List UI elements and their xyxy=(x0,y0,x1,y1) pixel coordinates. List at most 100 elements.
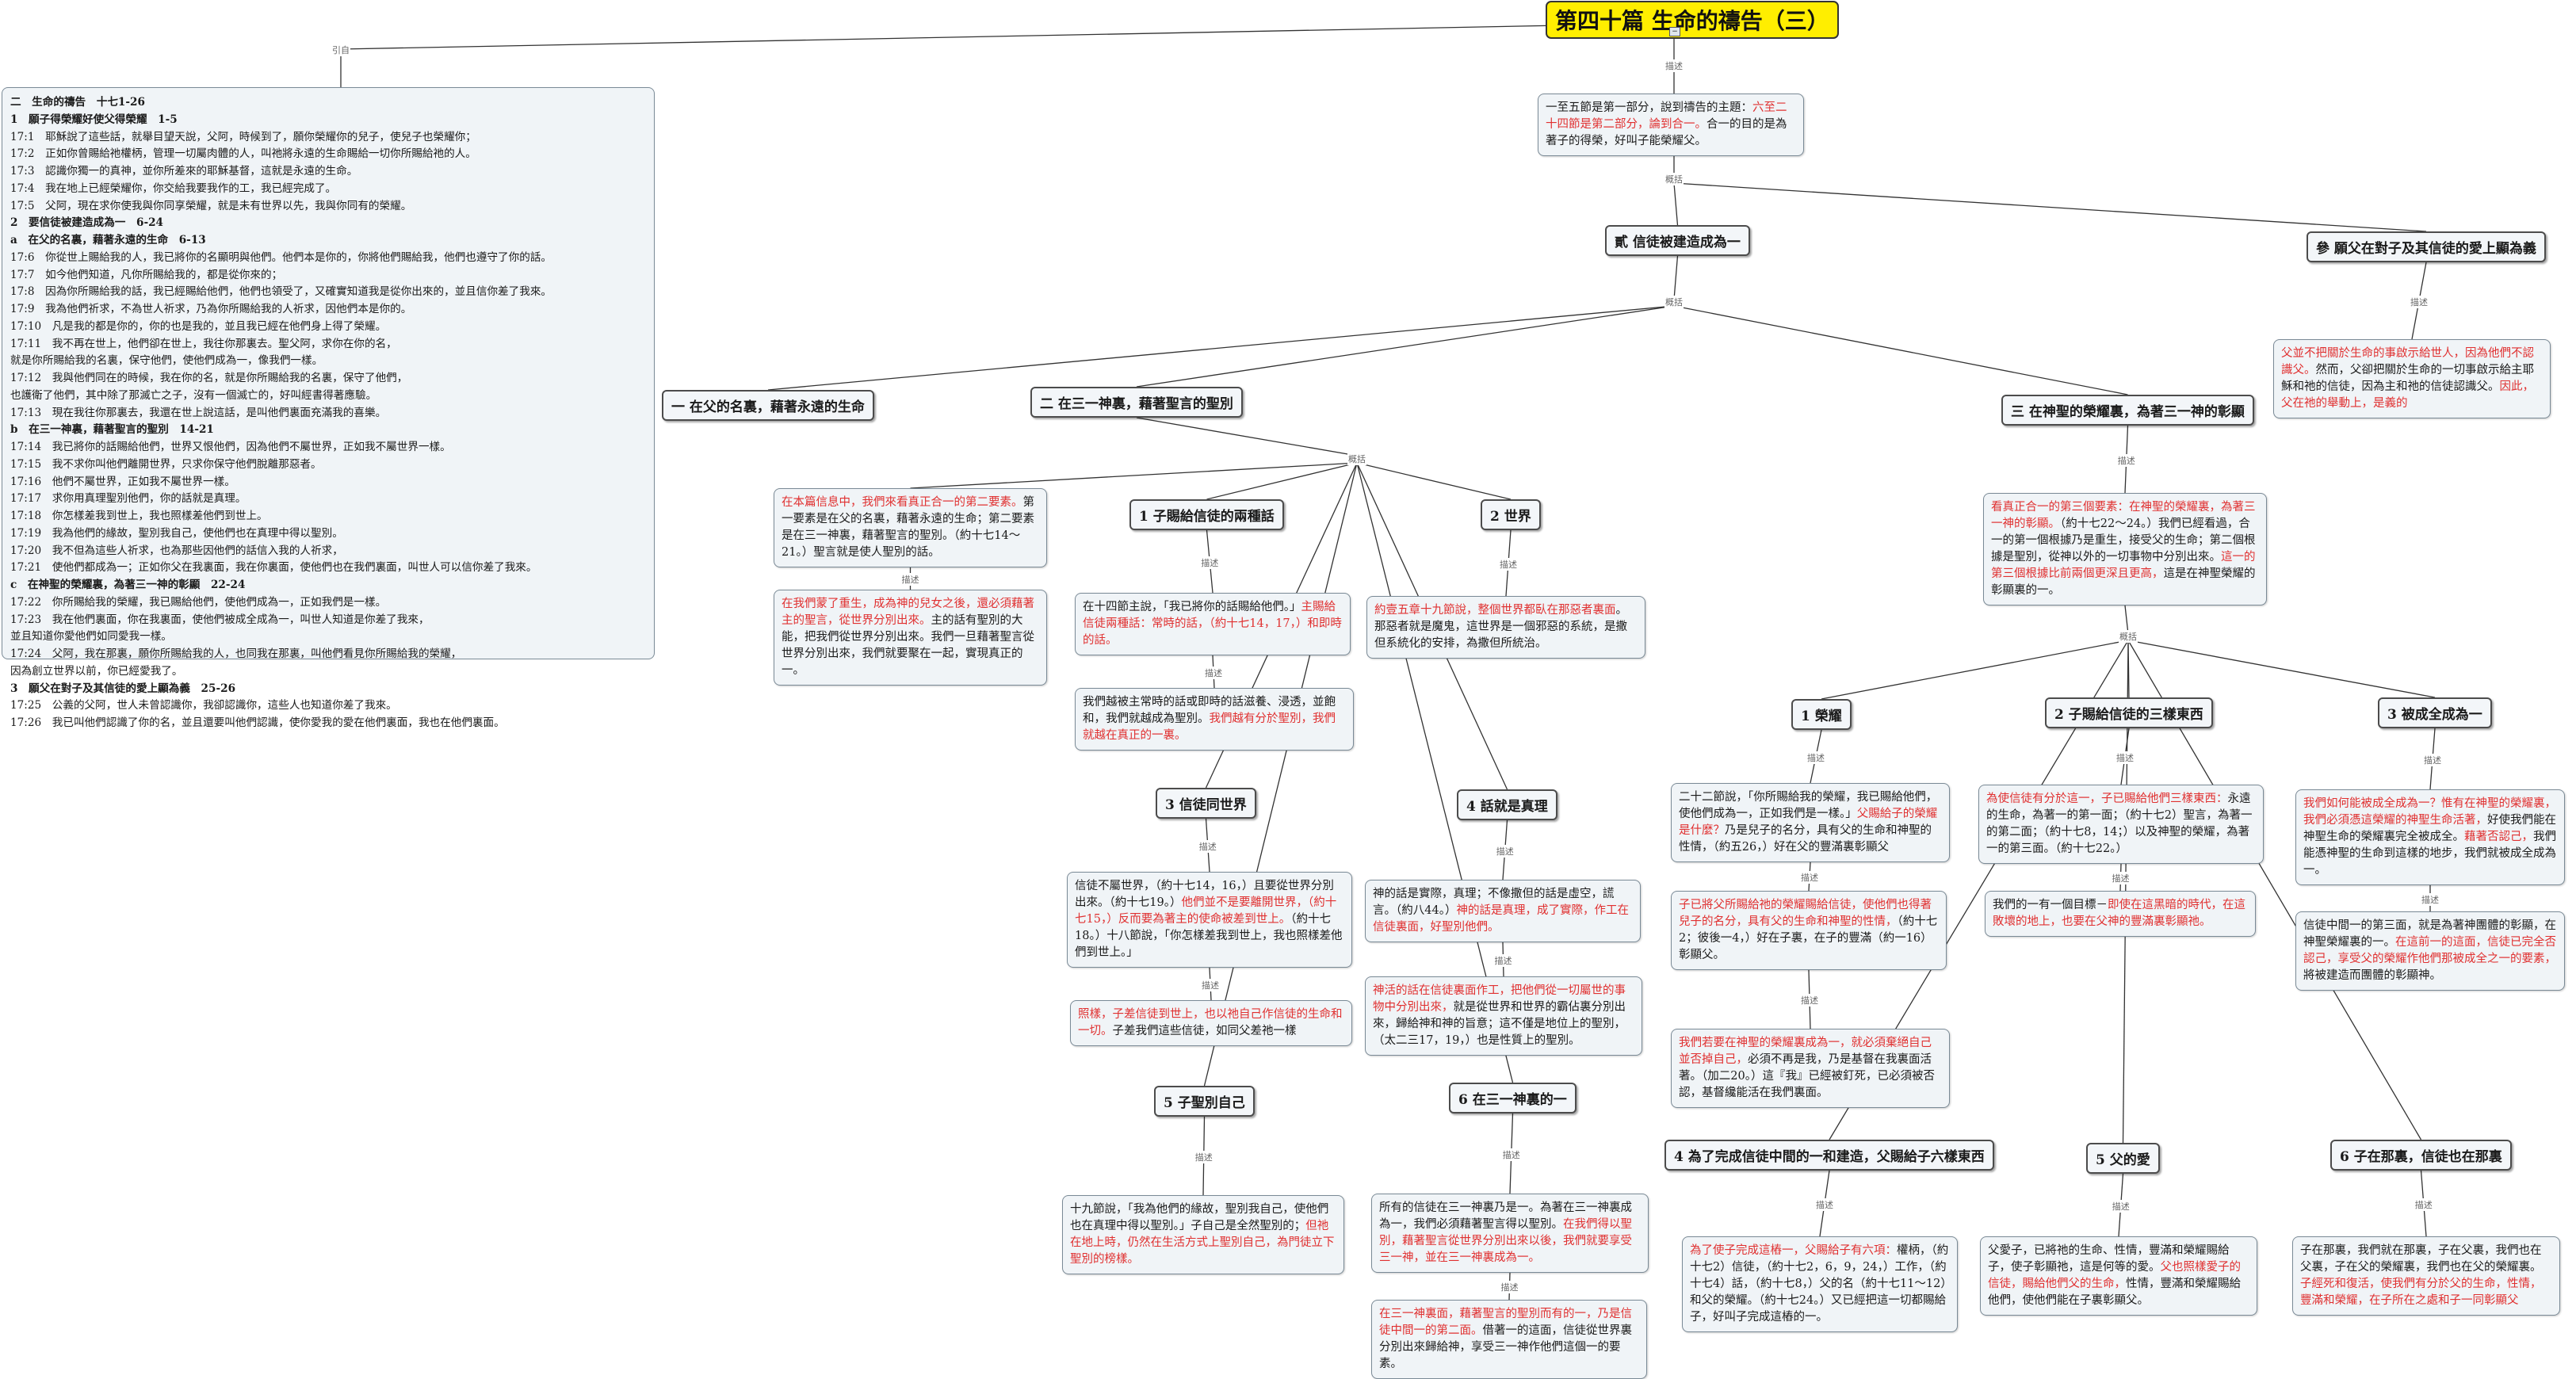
topic-believers-and-world[interactable]: 3 信徒同世界 xyxy=(1156,788,1256,819)
topic-one-in-triune-god[interactable]: 6 在三一神裏的一 xyxy=(1449,1083,1577,1114)
link-label: 描述 xyxy=(2423,753,2442,766)
text-note: 在我們蒙了重生，成為神的兒女之後，還必須藉著主的聖言，從世界分別出來。主的話有聖… xyxy=(774,590,1047,686)
text-note: 約壹五章十九節說，整個世界都臥在那惡者裏面。那惡者就是魔鬼，這世界是一個邪惡的系… xyxy=(1366,596,1645,659)
link-label: 概括 xyxy=(2119,630,2138,643)
text-segment: 我們越有分於聖別，我們就越在真正的一裏。 xyxy=(1083,712,1336,743)
link-label: 描述 xyxy=(2410,295,2429,308)
text-note: 子在那裏，我們就在那裏，子在父裏，我們也在父裏，子在父的榮耀裏，我們也在父的榮耀… xyxy=(2292,1236,2560,1316)
topic-label: 貳 信徒被建造成為一 xyxy=(1615,235,1741,250)
topic-label: 3 被成全成為一 xyxy=(2387,707,2482,723)
text-note: 二十二節說，「你所賜給我的榮耀，我已賜給他們，使他們成為一，正如我們是一樣。」父… xyxy=(1671,783,1950,863)
topic-two-kinds-of-word[interactable]: 1 子賜給信徒的兩種話 xyxy=(1129,499,1284,530)
topic-three-things[interactable]: 2 子賜給信徒的三樣東西 xyxy=(2045,697,2213,728)
connector-line xyxy=(1203,462,1358,1087)
text-segment: 他們並不是要離開世界，（約十七15，）反而要為著主的使命被差到世上。 xyxy=(1075,896,1337,926)
link-label: 描述 xyxy=(1493,953,1513,967)
text-segment: 父並不把關於生命的事啟示給世人，因為他們不認識父。 xyxy=(2281,347,2534,377)
link-label: 描述 xyxy=(1815,1198,1834,1211)
outline-line: 3 願父在對子及其信徒的愛上顯為義 25-26 xyxy=(10,682,236,695)
topic-label: 三 在神聖的榮耀裏，為著三一神的彰顯 xyxy=(2011,404,2245,420)
link-label: 概括 xyxy=(1664,296,1684,308)
topic-believers-built-as-one[interactable]: 貳 信徒被建造成為一 xyxy=(1605,225,1750,256)
topic-label: 2 子賜給信徒的三樣東西 xyxy=(2054,707,2203,723)
topic-where-son-is[interactable]: 6 子在那裏，信徒也在那裏 xyxy=(2330,1140,2512,1171)
text-segment: 永遠的生命，為著一的第一面；（約十七2）聖言，為著一的第二面；（約十七8，14；… xyxy=(1986,793,2253,856)
outline-line: 17:7 如今他們知道，凡你所賜給我的，都是從你來的； xyxy=(10,268,283,281)
outline-line: 17:12 我與他們同在的時候，我在你的名，就是你所賜給我的名裏，保守了他們， xyxy=(10,372,408,384)
link-label: 描述 xyxy=(2414,1198,2433,1211)
connector-line xyxy=(1206,462,1358,500)
text-note: 我們如何能被成全成為一？惟有在神聖的榮耀裏，我們必須憑這榮耀的神聖生命活著，好使… xyxy=(2295,789,2565,886)
text-segment: 看真正合一的第三個要素：在神聖的榮耀裏，為著三一神的彰顯。 xyxy=(1991,501,2256,531)
text-note: 信徒中間一的第三面，就是為著神團體的彰顯，在神聖榮耀裏的一。在這前一的這面，信徒… xyxy=(2295,911,2565,991)
text-segment: 一至五節是第一部分，說到禱告的主題： xyxy=(1546,101,1752,114)
text-segment: （約十七22～24。）我們已經看過，合一的第一個根據乃是重生，接受父的生命；第二… xyxy=(1991,518,2256,564)
text-segment: 藉著否認己， xyxy=(2464,831,2533,844)
text-segment: 借著一的這面，信徒從世界裏分別出來歸給神，享受三一神作他們這個一的要素。 xyxy=(1379,1324,1632,1371)
text-segment: 神的話是實際，真理；不像撒但的話是虛空，謊言。（約八44。） xyxy=(1373,888,1615,918)
topic-world[interactable]: 2 世界 xyxy=(1481,499,1541,530)
text-segment: 在我們得以聖別，藉著聖言從世界分別出來以後，我們就要享受三一神，並在三一神裏成為… xyxy=(1379,1218,1632,1265)
text-note: 父並不把關於生命的事啟示給世人，因為他們不認識父。然而，父卻把關於生命的一切事啟… xyxy=(2273,339,2551,419)
text-segment: 第一要素是在父的名裏，藉著永遠的生命；第二要素是在三一神裏，藉著聖言的聖別。（約… xyxy=(782,496,1034,560)
outline-line: 二 生命的禱告 十七1-26 xyxy=(10,96,145,109)
topic-in-divine-glory[interactable]: 三 在神聖的榮耀裏，為著三一神的彰顯 xyxy=(2001,395,2254,426)
outline-line: 17:23 我在他們裏面，你在我裏面，使他們被成全成為一，叫世人知道是你差了我來… xyxy=(10,613,430,626)
text-segment: 。那惡者就是魔鬼，這世界是一個邪惡的系統，是撒但系統化的安排，為撒但所統治。 xyxy=(1374,604,1627,651)
outline-line: 17:8 因為你所賜給我的話，我已經賜給他們，他們也領受了，又確實知道我是從你出… xyxy=(10,285,552,299)
topic-father-righteous[interactable]: 參 願父在對子及其信徒的愛上顯為義 xyxy=(2307,231,2546,262)
text-note: 在本篇信息中，我們來看真正合一的第二要素。第一要素是在父的名裏，藉著永遠的生命；… xyxy=(774,488,1047,568)
topic-fathers-love[interactable]: 5 父的愛 xyxy=(2086,1143,2160,1174)
collapse-toggle[interactable]: − xyxy=(1669,27,1680,36)
text-segment: 主的話有聖別的大能，把我們從世界分別出來。我們一旦藉著聖言從世界分別出來，我們就… xyxy=(782,614,1034,678)
connector-line xyxy=(1673,182,1679,226)
topic-six-things[interactable]: 4 為了完成信徒中間的一和建造，父賜給子六樣東西 xyxy=(1664,1140,1994,1171)
topic-perfected-into-one[interactable]: 3 被成全成為一 xyxy=(2378,697,2492,728)
topic-label: 3 信徒同世界 xyxy=(1165,797,1247,813)
text-note: 我們越被主常時的話或即時的話滋養、浸透，並飽和，我們就越成為聖別。我們越有分於聖… xyxy=(1075,688,1354,751)
text-segment: 我們如何能被成全成為一？惟有在神聖的榮耀裏，我們必須憑這榮耀的神聖生命活著， xyxy=(2303,797,2556,827)
link-label: 描述 xyxy=(2111,872,2131,884)
text-segment: 信徒不屬世界，（約十七14，16，）且要從世界分別出來。（約十七19。） xyxy=(1075,880,1334,910)
outline-line: 17:15 我不求你叫他們離開世界，只求你保守他們脫離那惡者。 xyxy=(10,457,322,471)
outline-line: 17:18 你怎樣差我到世上，我也照樣差他們到世上。 xyxy=(10,510,268,522)
outline-line: a 在父的名裏，藉著永遠的生命 6-13 xyxy=(10,234,206,246)
outline-line: 並且知道你愛他們如同愛我一樣。 xyxy=(10,630,172,644)
topic-label: 一 在父的名裏，藉著永遠的生命 xyxy=(671,399,865,415)
outline-line: 因為創立世界以前，你已經愛我了。 xyxy=(10,664,183,678)
topic-in-father-name[interactable]: 一 在父的名裏，藉著永遠的生命 xyxy=(662,390,874,421)
link-label: 描述 xyxy=(900,573,920,586)
outline-line: 也護衛了他們，其中除了那滅亡之子，沒有一個滅亡的，好叫經書得著應驗。 xyxy=(10,388,377,402)
root-title: 第四十篇 生命的禱告（三） xyxy=(1555,8,1829,34)
text-segment: 為使信徒有分於這一，子已賜給他們三樣東西： xyxy=(1986,793,2228,805)
topic-glory[interactable]: 1 榮耀 xyxy=(1791,699,1852,730)
link-label: 描述 xyxy=(2421,892,2440,906)
topic-son-sanctifies-himself[interactable]: 5 子聖別自己 xyxy=(1154,1086,1255,1117)
text-segment: 我們能憑神聖的生命到這樣的地步，我們就被成全成為一。 xyxy=(2303,831,2556,877)
root-topic[interactable]: 第四十篇 生命的禱告（三） xyxy=(1546,1,1839,39)
outline-line: 17:6 你從世上賜給我的人，我已將你的名顯明與他們。他們本是你的，你將他們賜給… xyxy=(10,250,552,264)
outline-line: 17:10 凡是我的都是你的，你的也是我的，並且我已經在他們身上得了榮耀。 xyxy=(10,319,387,333)
topic-label: 4 為了完成信徒中間的一和建造，父賜給子六樣東西 xyxy=(1674,1149,1985,1165)
link-label: 描述 xyxy=(1194,1150,1213,1163)
topic-label: 4 話就是真理 xyxy=(1466,799,1548,815)
text-note: 十九節說，「我為他們的緣故，聖別我自己，使他們也在真理中得以聖別。」子自己是全然… xyxy=(1062,1195,1344,1275)
link-label: 描述 xyxy=(1499,557,1518,571)
text-segment: 在我們蒙了重生，成為神的兒女之後，還必須藉著主的聖言，從世界分別出來。 xyxy=(782,598,1034,628)
topic-label: 二 在三一神裏，藉著聖言的聖別 xyxy=(1040,396,1233,412)
text-segment: 在十四節主說，「我已將你的話賜給他們。」 xyxy=(1083,601,1301,613)
outline-line: 17:14 我已將你的話賜給他們，世界又恨他們，因為他們不屬世界，正如我不屬世界… xyxy=(10,441,451,453)
outline-line: 17:11 我不再在世上，他們卻在世上，我往你那裏去。聖父阿，求你在你的名， xyxy=(10,337,397,350)
topic-label: 1 榮耀 xyxy=(1801,709,1842,724)
link-label: 描述 xyxy=(1200,556,1220,569)
text-segment: 子差我們這些信徒，如同父差祂一樣 xyxy=(1112,1025,1297,1038)
topic-in-triune-god[interactable]: 二 在三一神裏，藉著聖言的聖別 xyxy=(1030,387,1243,418)
topic-word-is-truth[interactable]: 4 話就是真理 xyxy=(1457,789,1557,820)
link-label: 概括 xyxy=(1664,173,1684,185)
text-segment: 但祂在地上時，仍然在生活方式上聖別自己，為門徒立下聖別的榜樣。 xyxy=(1070,1220,1335,1266)
connector-line xyxy=(1136,417,1358,456)
text-segment: 子經死和復活，使我們有分於父的生命，性情，豐滿和榮耀，在子所在之處和子一同彰顯父 xyxy=(2300,1278,2542,1308)
outline-line: c 在神聖的榮耀裏，為著三一神的彰顯 22-24 xyxy=(10,579,246,591)
topic-label: 參 願父在對子及其信徒的愛上顯為義 xyxy=(2316,241,2536,257)
text-segment: 在這前一的這面，信徒已完全否認己，享受父的榮耀作他們那被成全之一的要素， xyxy=(2303,936,2556,966)
